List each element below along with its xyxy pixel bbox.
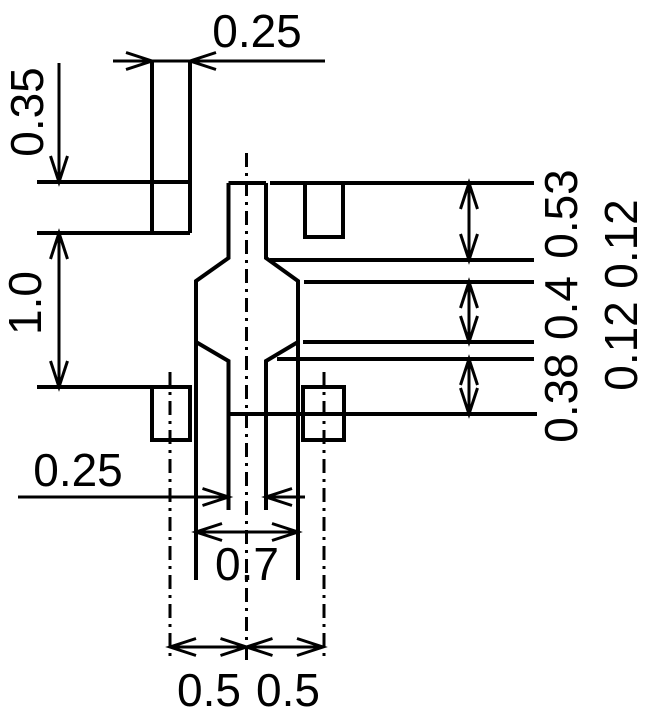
arrow-left-icon	[191, 522, 223, 542]
arrow-down-icon	[459, 233, 479, 265]
arrow-up-icon	[459, 178, 479, 210]
arrow-right-icon	[271, 522, 303, 542]
arrow-up-icon	[459, 277, 479, 309]
arrow-left-icon	[165, 637, 197, 657]
dim-label-pitch-right: 0.5	[256, 664, 320, 716]
dim-label-top-pad-height: 0.35	[1, 67, 53, 157]
arrow-right-icon	[125, 51, 157, 71]
lead-left-profile	[194, 183, 231, 510]
arrow-left-icon	[261, 487, 293, 507]
dim-label-foot-length: 0.38	[535, 353, 587, 443]
arrow-left-icon	[241, 637, 273, 657]
arrow-left-icon	[185, 51, 217, 71]
arrow-up-icon	[49, 228, 69, 260]
arrow-down-icon	[49, 155, 69, 187]
part-outlines	[37, 61, 346, 510]
lead-right-profile	[264, 183, 300, 510]
arrow-down-icon	[459, 387, 479, 419]
dim-label-top-pad-width: 0.25	[212, 5, 302, 57]
dim-label-mid-length: 0.4	[535, 276, 587, 340]
arrow-right-icon	[296, 637, 328, 657]
arrow-up-icon	[459, 354, 479, 386]
dim-label-vertical-pitch: 1.0	[0, 271, 51, 335]
centerlines	[168, 153, 326, 663]
dim-label-lead-width: 0.25	[33, 444, 123, 496]
dim-label-pitch-left: 0.5	[177, 664, 241, 716]
dimension-labels: 0.25 0.35 1.0 0.53 0.4 0.38 0.12 0.12 0.…	[0, 5, 647, 716]
dimension-arrowheads	[49, 51, 479, 657]
dim-label-lower-taper: 0.12	[595, 301, 647, 391]
dim-label-body-width: 0.7	[215, 538, 279, 590]
upper-right-pad-outline	[303, 183, 345, 239]
dim-label-upper-taper: 0.12	[595, 199, 647, 289]
arrow-down-icon	[459, 315, 479, 347]
extension-lines	[194, 181, 537, 580]
arrow-right-icon	[202, 487, 234, 507]
dim-label-tip-length: 0.53	[535, 169, 587, 259]
arrow-down-icon	[49, 360, 69, 392]
